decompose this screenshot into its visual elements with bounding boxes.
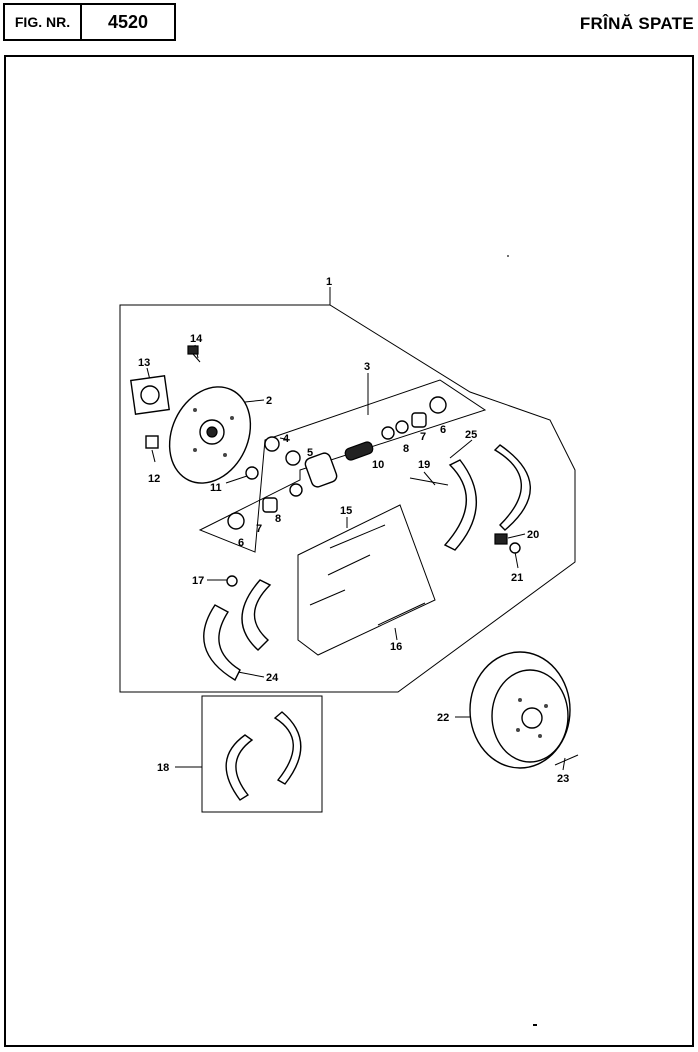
small-hardware — [226, 477, 521, 587]
callout-7a: 7 — [420, 431, 426, 443]
callout-16: 16 — [390, 641, 402, 653]
callout-20: 20 — [527, 529, 539, 541]
speck — [507, 255, 509, 257]
assembly-outline — [119, 304, 576, 693]
parking-shoes — [225, 711, 302, 801]
callout-22: 22 — [437, 712, 449, 724]
callout-19: 19 — [418, 459, 430, 471]
callout-23: 23 — [557, 773, 569, 785]
brake-drum — [469, 651, 571, 769]
nut-11 — [245, 466, 259, 480]
callout-11: 11 — [210, 482, 222, 494]
callout-17: 17 — [192, 575, 204, 587]
callout-2: 2 — [266, 395, 272, 407]
bolt-14 — [187, 345, 201, 363]
springs — [309, 524, 426, 626]
callout-21: 21 — [511, 572, 523, 584]
callout-5: 5 — [307, 447, 313, 459]
drum-screw — [554, 754, 579, 766]
callout-7b: 7 — [256, 523, 262, 535]
callout-15: 15 — [340, 505, 352, 517]
callout-14: 14 — [190, 333, 203, 345]
spring-kit-outline — [297, 504, 436, 656]
callout-labels: 1 2 3 4 5 6 6 7 7 8 8 10 11 12 13 14 15 … — [138, 276, 569, 785]
page-title: FRÎNĂ SPATE — [579, 14, 694, 33]
callout-8b: 8 — [275, 513, 281, 525]
wheel-cylinder-parts — [227, 396, 447, 530]
callout-8a: 8 — [403, 443, 409, 455]
parking-shoe-box — [201, 695, 323, 813]
callout-18: 18 — [157, 762, 169, 774]
callout-4: 4 — [283, 433, 290, 445]
backing-plate — [168, 386, 252, 484]
speck — [533, 1024, 537, 1026]
fig-label: FIG. NR. — [3, 3, 82, 41]
callout-25: 25 — [465, 429, 477, 441]
bleeder-screw — [145, 435, 159, 449]
callout-3: 3 — [364, 361, 370, 373]
callout-13: 13 — [138, 357, 150, 369]
wheel-cylinder-kit-outline — [198, 379, 487, 553]
diagram-frame — [4, 55, 694, 1047]
callout-6b: 6 — [238, 537, 244, 549]
leader-lines — [146, 287, 566, 771]
callout-12: 12 — [148, 473, 160, 485]
callout-1: 1 — [326, 276, 332, 288]
callout-10: 10 — [372, 459, 384, 471]
callout-6a: 6 — [440, 424, 446, 436]
fig-number: 4520 — [80, 3, 176, 41]
callout-24: 24 — [266, 672, 279, 684]
gasket-plate — [130, 375, 170, 415]
brake-shoes — [203, 444, 531, 681]
